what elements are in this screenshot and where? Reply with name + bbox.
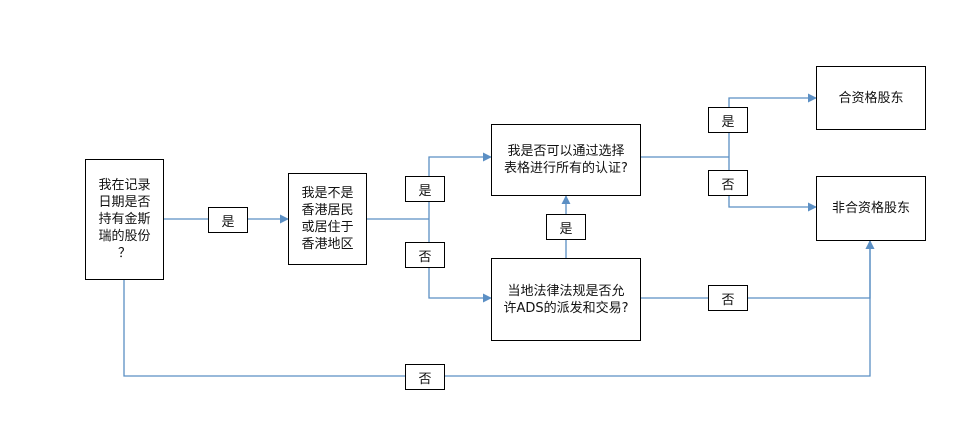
label-yes-law-cert: 是 <box>546 214 586 240</box>
edge-cert-to-eligible <box>728 93 817 157</box>
label-yes-law-cert-text: 是 <box>559 221 573 237</box>
node-eligible-shareholder-text: 合资格股东 <box>838 90 904 106</box>
label-no-cert-ineligible-text: 否 <box>721 177 735 193</box>
label-no-cert-ineligible: 否 <box>708 170 748 196</box>
node-eligible-shareholder: 合资格股东 <box>816 66 926 130</box>
node-ineligible-shareholder: 非合资格股东 <box>816 176 926 241</box>
label-no-hk-law-text: 否 <box>418 249 432 265</box>
label-no-law-ineligible: 否 <box>708 285 748 311</box>
edge-law-to-ineligible <box>641 240 875 299</box>
node-holder-question: 我在记录 日期是否 持有金斯 瑞的股份 ？ <box>85 159 164 280</box>
node-hk-resident-question: 我是不是 香港居民 或居住于 香港地区 <box>288 173 367 265</box>
label-no-holder-ineligible: 否 <box>405 364 445 390</box>
edge-holder-to-ineligible <box>123 240 875 377</box>
label-yes-cert-eligible-text: 是 <box>721 114 735 130</box>
node-certification-question-text: 我是否可以通过选择 表格进行所有的认证? <box>504 144 628 176</box>
node-local-law-question-text: 当地法律法规是否允 许ADS的派发和交易? <box>503 283 629 316</box>
label-no-hk-law: 否 <box>405 242 445 268</box>
label-yes-hk-cert: 是 <box>405 176 445 202</box>
label-no-holder-ineligible-text: 否 <box>418 371 432 387</box>
label-yes-holder-hk-text: 是 <box>221 214 235 230</box>
label-yes-holder-hk: 是 <box>208 207 248 233</box>
node-certification-question: 我是否可以通过选择 表格进行所有的认证? <box>491 124 641 196</box>
node-ineligible-shareholder-text: 非合资格股东 <box>831 201 910 216</box>
node-local-law-question: 当地法律法规是否允 许ADS的派发和交易? <box>491 258 641 341</box>
node-hk-resident-question-text: 我是不是 香港居民 或居住于 香港地区 <box>301 186 354 252</box>
label-no-law-ineligible-text: 否 <box>721 292 735 308</box>
label-yes-cert-eligible: 是 <box>708 107 748 133</box>
label-yes-hk-cert-text: 是 <box>418 183 432 199</box>
node-holder-question-text: 我在记录 日期是否 持有金斯 瑞的股份 ？ <box>98 178 151 261</box>
